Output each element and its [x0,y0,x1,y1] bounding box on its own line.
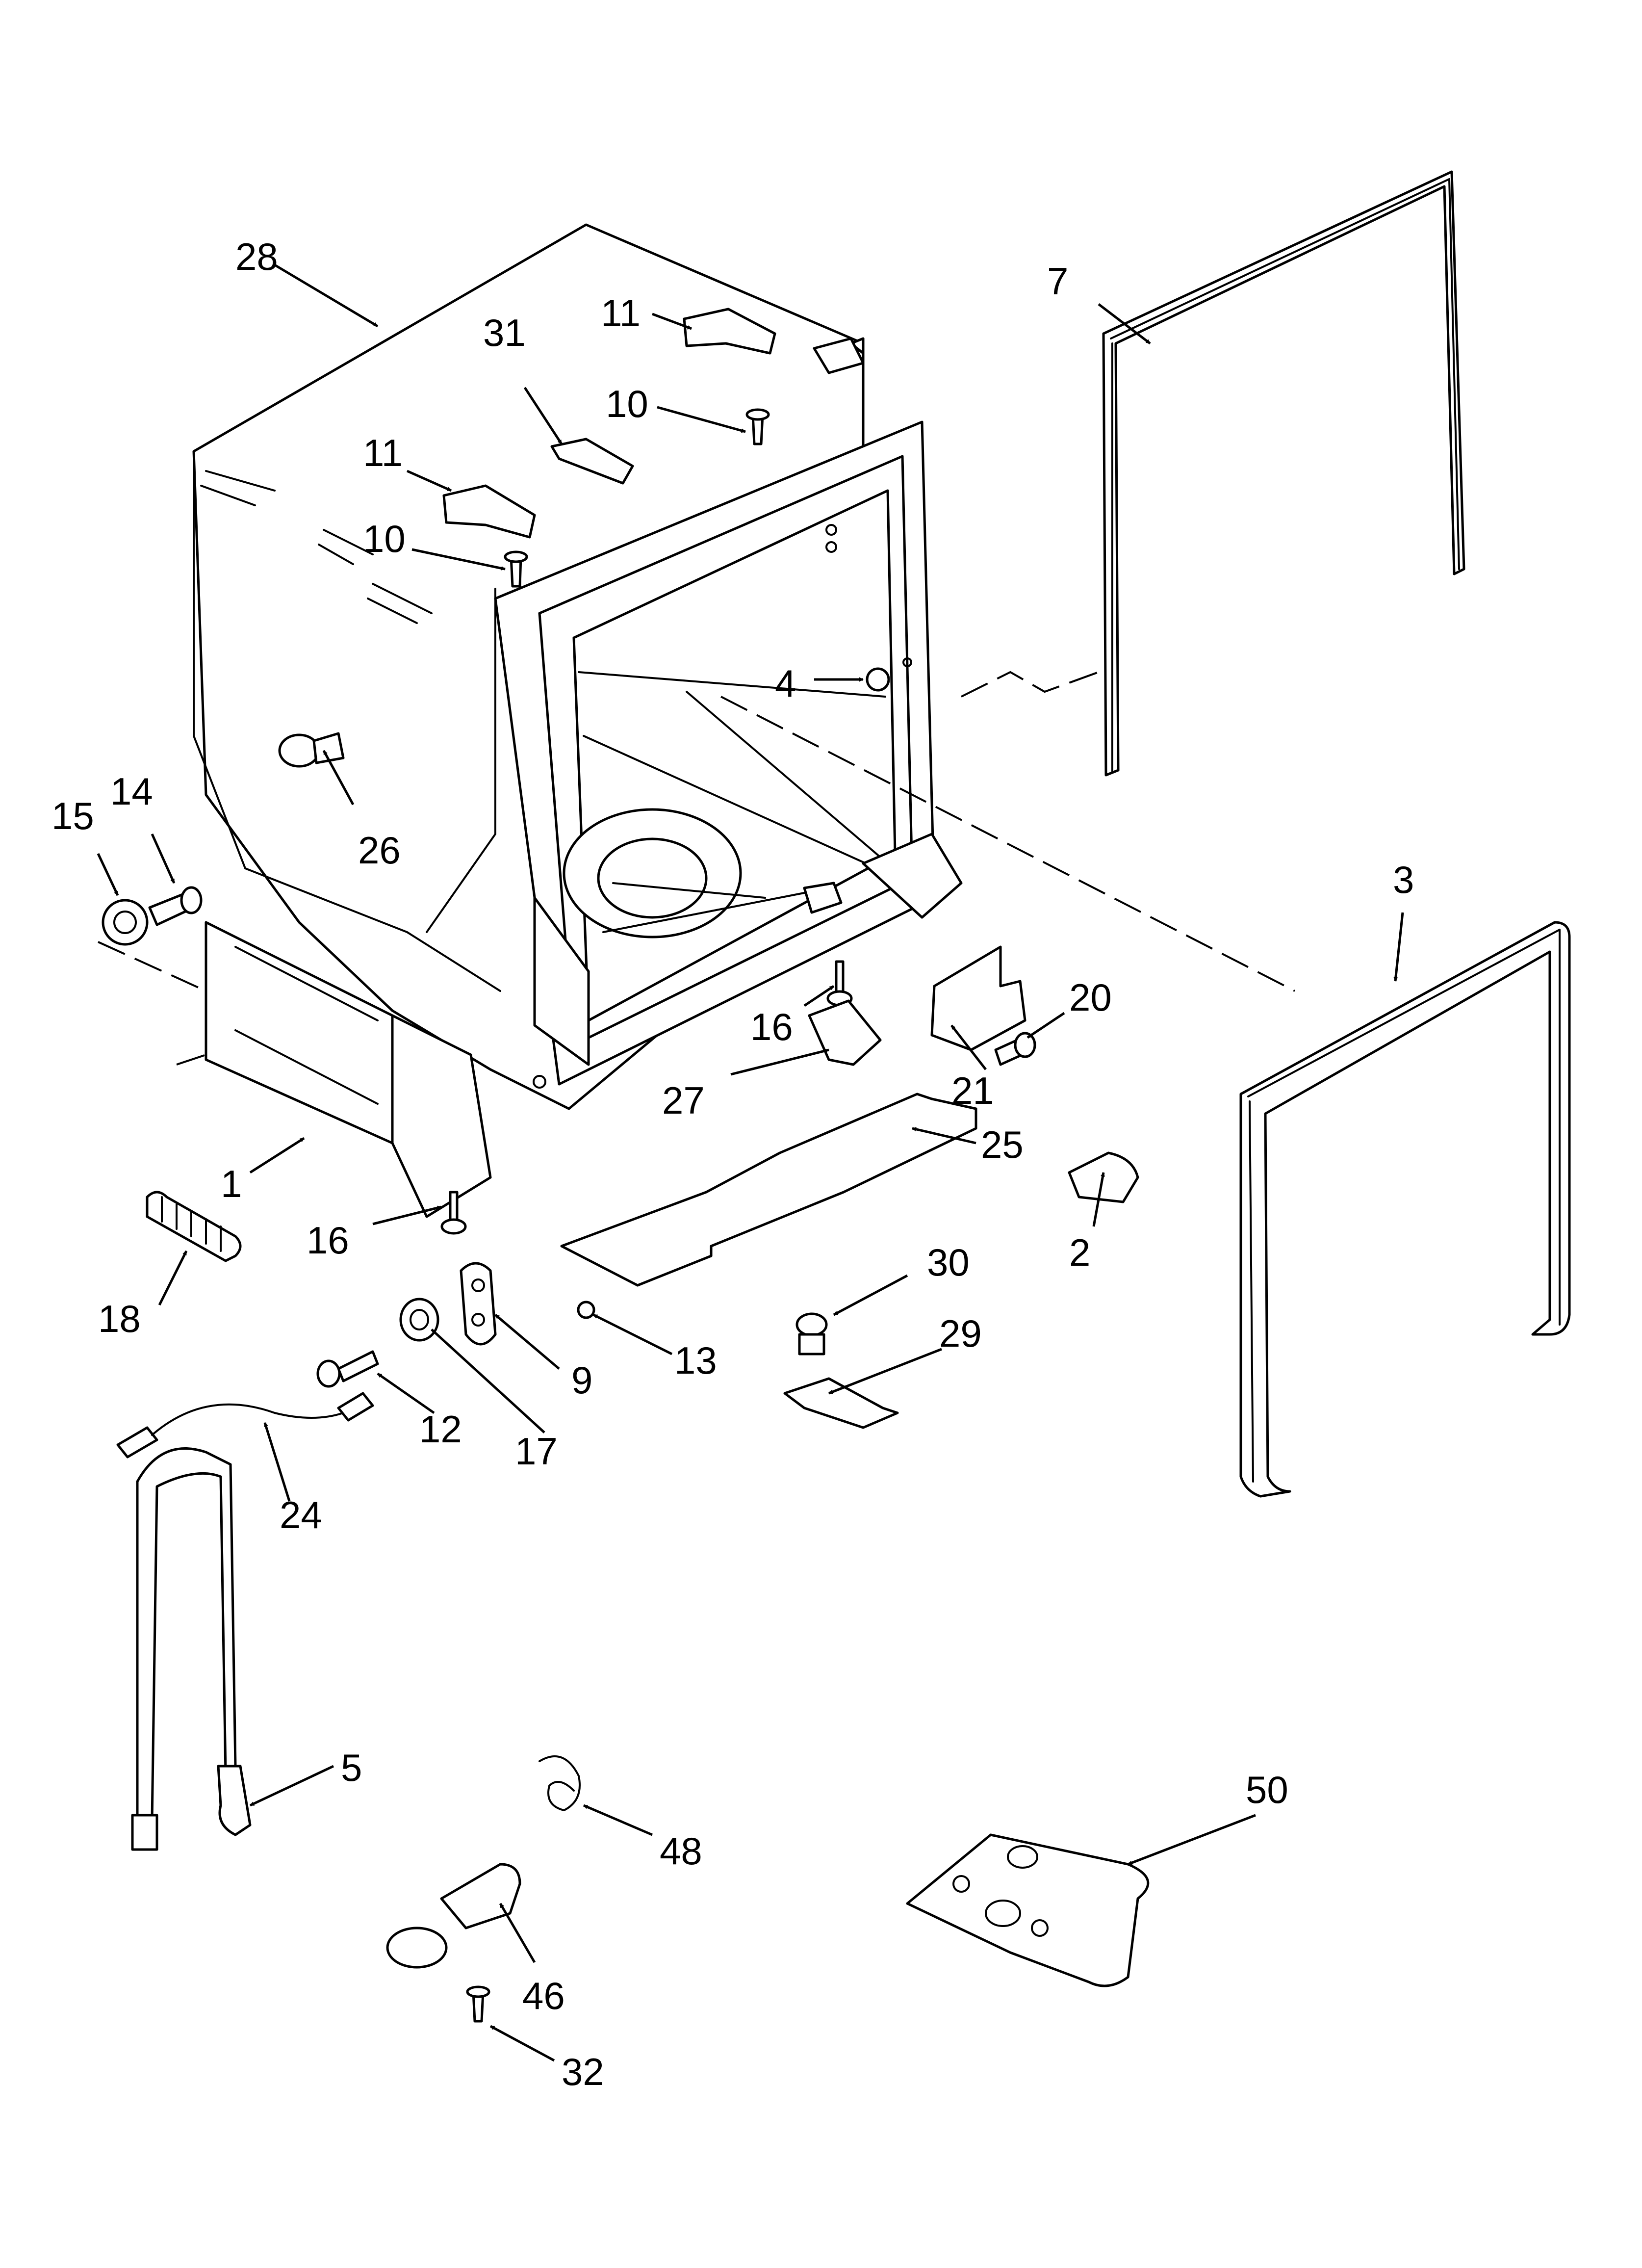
callout-11-left: 11 [363,431,403,474]
callout-10-left: 10 [363,517,406,560]
spring [146,1191,242,1262]
small-screw [577,1301,595,1319]
callout-16-bottom: 16 [307,1219,349,1262]
callout-14: 14 [110,770,153,813]
rivet-button [278,732,345,768]
sensor-bracket [783,1377,899,1429]
shoulder-bolt [316,1350,379,1388]
callout-28: 28 [235,235,278,278]
callout-29: 29 [939,1312,982,1355]
drain-hose [131,1447,252,1851]
switch-bracket [930,945,1026,1051]
hinge-bracket-left [442,484,536,539]
callout-15: 15 [51,794,94,837]
callout-26: 26 [358,829,401,872]
callout-5: 5 [341,1746,362,1789]
hinge-bracket-top [683,308,776,355]
leveling-leg-top [826,960,853,1007]
hose-clamp [539,1755,581,1811]
hex-screw [994,1032,1036,1066]
parts-bag [906,1833,1150,1987]
callout-7: 7 [1047,260,1068,303]
callout-46: 46 [522,1974,565,2017]
callout-20: 20 [1069,976,1112,1019]
leveling-leg-bottom [440,1191,467,1235]
callout-12: 12 [419,1408,462,1451]
inlet-valve [386,1863,521,1969]
callout-18: 18 [98,1297,141,1340]
mounting-screw [466,1985,490,2023]
callout-17: 17 [515,1430,558,1473]
tub [192,223,963,1218]
callout-31: 31 [483,311,526,354]
insulation-panel [560,1093,977,1287]
screw-top [745,408,770,445]
callout-13: 13 [674,1339,717,1382]
callout-3: 3 [1393,858,1414,901]
callout-25: 25 [981,1123,1024,1166]
callout-24: 24 [280,1493,322,1537]
thermostat [795,1312,828,1356]
wheel [399,1298,439,1342]
callout-48: 48 [660,1829,702,1873]
callout-50: 50 [1246,1768,1288,1811]
callout-10-top: 10 [606,382,648,425]
callout-1: 1 [221,1162,242,1205]
screw-left [504,550,528,588]
bolt [148,886,203,926]
callout-2: 2 [1069,1231,1090,1274]
callout-9: 9 [571,1358,592,1402]
callout-27: 27 [662,1079,705,1122]
callout-11-top: 11 [601,291,641,335]
callout-30: 30 [927,1241,970,1284]
ground-wire [116,1392,374,1459]
callout-32: 32 [562,2050,604,2093]
roller-wheel [102,899,149,946]
pivot-bracket [460,1262,497,1346]
tub-gasket [1239,921,1571,1498]
callout-21: 21 [951,1069,994,1112]
plug [866,657,912,692]
door-gasket [1102,170,1465,777]
callout-4: 4 [775,662,796,705]
bracket [550,438,634,485]
callout-16-top: 16 [750,1005,793,1048]
clip [808,999,882,1066]
